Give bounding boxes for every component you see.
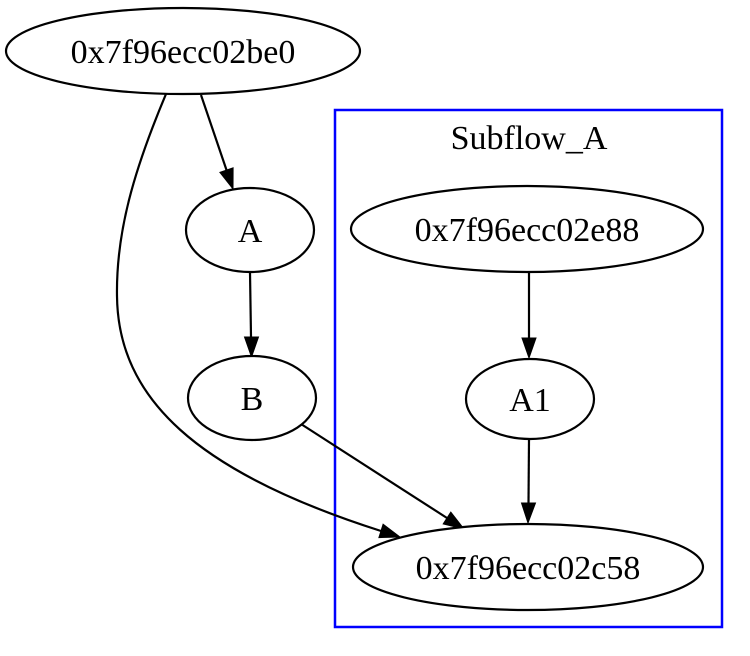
edge-be0-to-c58 bbox=[115, 93, 402, 539]
edge-line bbox=[527, 438, 531, 504]
cluster-border bbox=[333, 108, 724, 629]
node-label-e88: 0x7f96ecc02e88 bbox=[415, 212, 640, 249]
node-c58: 0x7f96ecc02c58 bbox=[351, 522, 705, 612]
node-label-be0: 0x7f96ecc02be0 bbox=[71, 34, 296, 71]
arrowhead-icon bbox=[243, 336, 260, 359]
node-label-b: B bbox=[241, 381, 264, 418]
node-ellipse bbox=[186, 354, 318, 442]
edge-b-to-c58 bbox=[300, 423, 466, 530]
arrowhead-icon bbox=[378, 523, 402, 539]
edge-line bbox=[199, 94, 228, 171]
node-ellipse bbox=[184, 186, 316, 274]
cluster-label: Subflow_A bbox=[451, 120, 608, 157]
node-label-a: A bbox=[238, 213, 263, 250]
node-a: A bbox=[184, 186, 316, 274]
node-ellipse bbox=[464, 357, 596, 441]
arrowhead-icon bbox=[442, 511, 466, 530]
arrowhead-icon bbox=[521, 337, 537, 360]
cluster-subflow-a: Subflow_A bbox=[333, 108, 724, 629]
edge-a1-to-c58 bbox=[520, 438, 537, 525]
edge-line bbox=[300, 423, 448, 519]
arrowhead-icon bbox=[520, 502, 537, 525]
edge-line bbox=[248, 271, 253, 338]
node-b: B bbox=[186, 354, 318, 442]
node-label-c58: 0x7f96ecc02c58 bbox=[416, 550, 641, 587]
edge-a-to-b bbox=[243, 271, 260, 359]
arrowhead-icon bbox=[219, 167, 234, 191]
node-label-a1: A1 bbox=[509, 382, 551, 419]
node-a1: A1 bbox=[464, 357, 596, 441]
node-ellipse bbox=[349, 184, 705, 274]
node-e88: 0x7f96ecc02e88 bbox=[349, 184, 705, 274]
node-ellipse bbox=[351, 522, 705, 612]
edge-be0-to-a bbox=[199, 94, 234, 191]
edge-e88-to-a1 bbox=[521, 272, 537, 360]
node-ellipse bbox=[4, 6, 362, 96]
edge-curve bbox=[115, 93, 382, 533]
node-be0: 0x7f96ecc02be0 bbox=[4, 6, 362, 96]
